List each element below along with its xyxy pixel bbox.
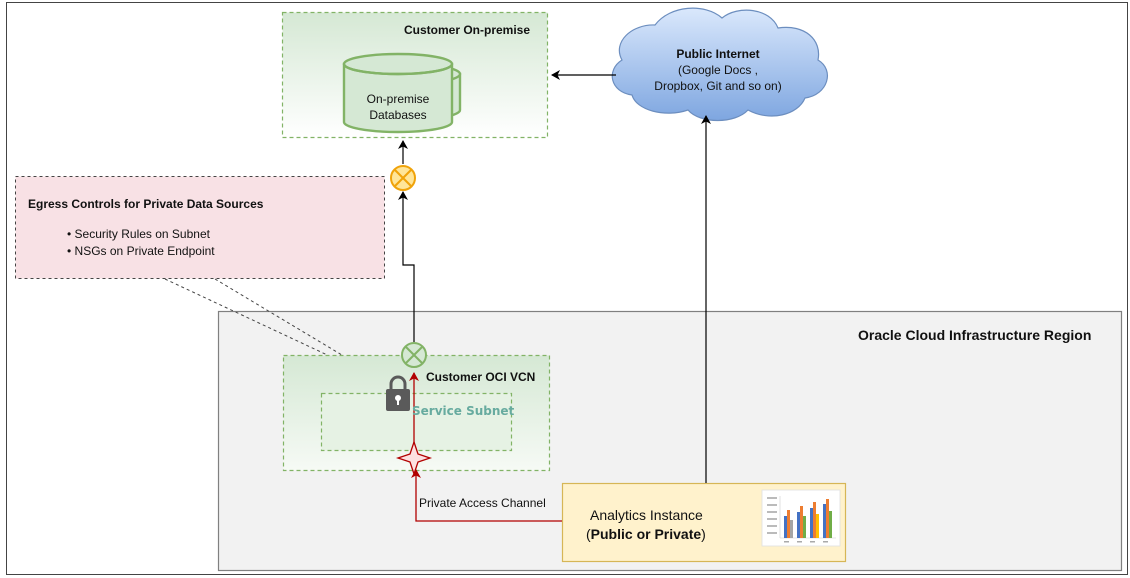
private-access-channel-line xyxy=(411,469,562,522)
analytics-instance-title: Analytics Instance xyxy=(590,507,703,523)
public-internet-line1: (Google Docs , xyxy=(677,63,759,77)
vcn-to-gateway-arrow xyxy=(398,191,415,342)
private-access-channel-label: Private Access Channel xyxy=(419,496,546,510)
public-internet-label: Public Internet (Google Docs , Dropbox, … xyxy=(628,46,808,94)
public-internet-title: Public Internet xyxy=(676,47,760,61)
service-subnet-box xyxy=(320,392,513,452)
customer-onpremise-title: Customer On-premise xyxy=(404,23,531,37)
database-label: On-premise Databases xyxy=(344,91,452,123)
analytics-mode-text: Public or Private xyxy=(590,526,702,542)
oci-region-title: Oracle Cloud Infrastructure Region xyxy=(858,327,1092,343)
callout-pointer-left xyxy=(164,278,386,383)
egress-bullet-item: • Security Rules on Subnet xyxy=(67,227,210,241)
onpremise-gateway-icon xyxy=(390,165,416,191)
database-icon xyxy=(342,52,462,134)
public-internet-line2: Dropbox, Git and so on) xyxy=(654,79,782,93)
egress-bullet-list: • Security Rules on Subnet • NSGs on Pri… xyxy=(67,226,215,260)
service-subnet-title: Service Subnet xyxy=(412,404,515,418)
egress-callout-title: Egress Controls for Private Data Sources xyxy=(28,197,264,211)
analytics-instance-mode: (Public or Private) xyxy=(586,526,706,542)
compass-star-icon xyxy=(395,439,433,477)
egress-bullet-item: • NSGs on Private Endpoint xyxy=(67,244,215,258)
chart-thumbnail-icon xyxy=(761,489,841,547)
lock-icon xyxy=(386,375,410,411)
customer-vcn-title: Customer OCI VCN xyxy=(426,370,536,384)
database-label-line2: Databases xyxy=(369,108,427,122)
egress-callout-box xyxy=(15,176,385,279)
cloud-icon xyxy=(611,7,828,121)
vcn-gateway-icon xyxy=(401,342,427,368)
database-label-line1: On-premise xyxy=(366,92,430,106)
page-frame xyxy=(6,2,1128,575)
